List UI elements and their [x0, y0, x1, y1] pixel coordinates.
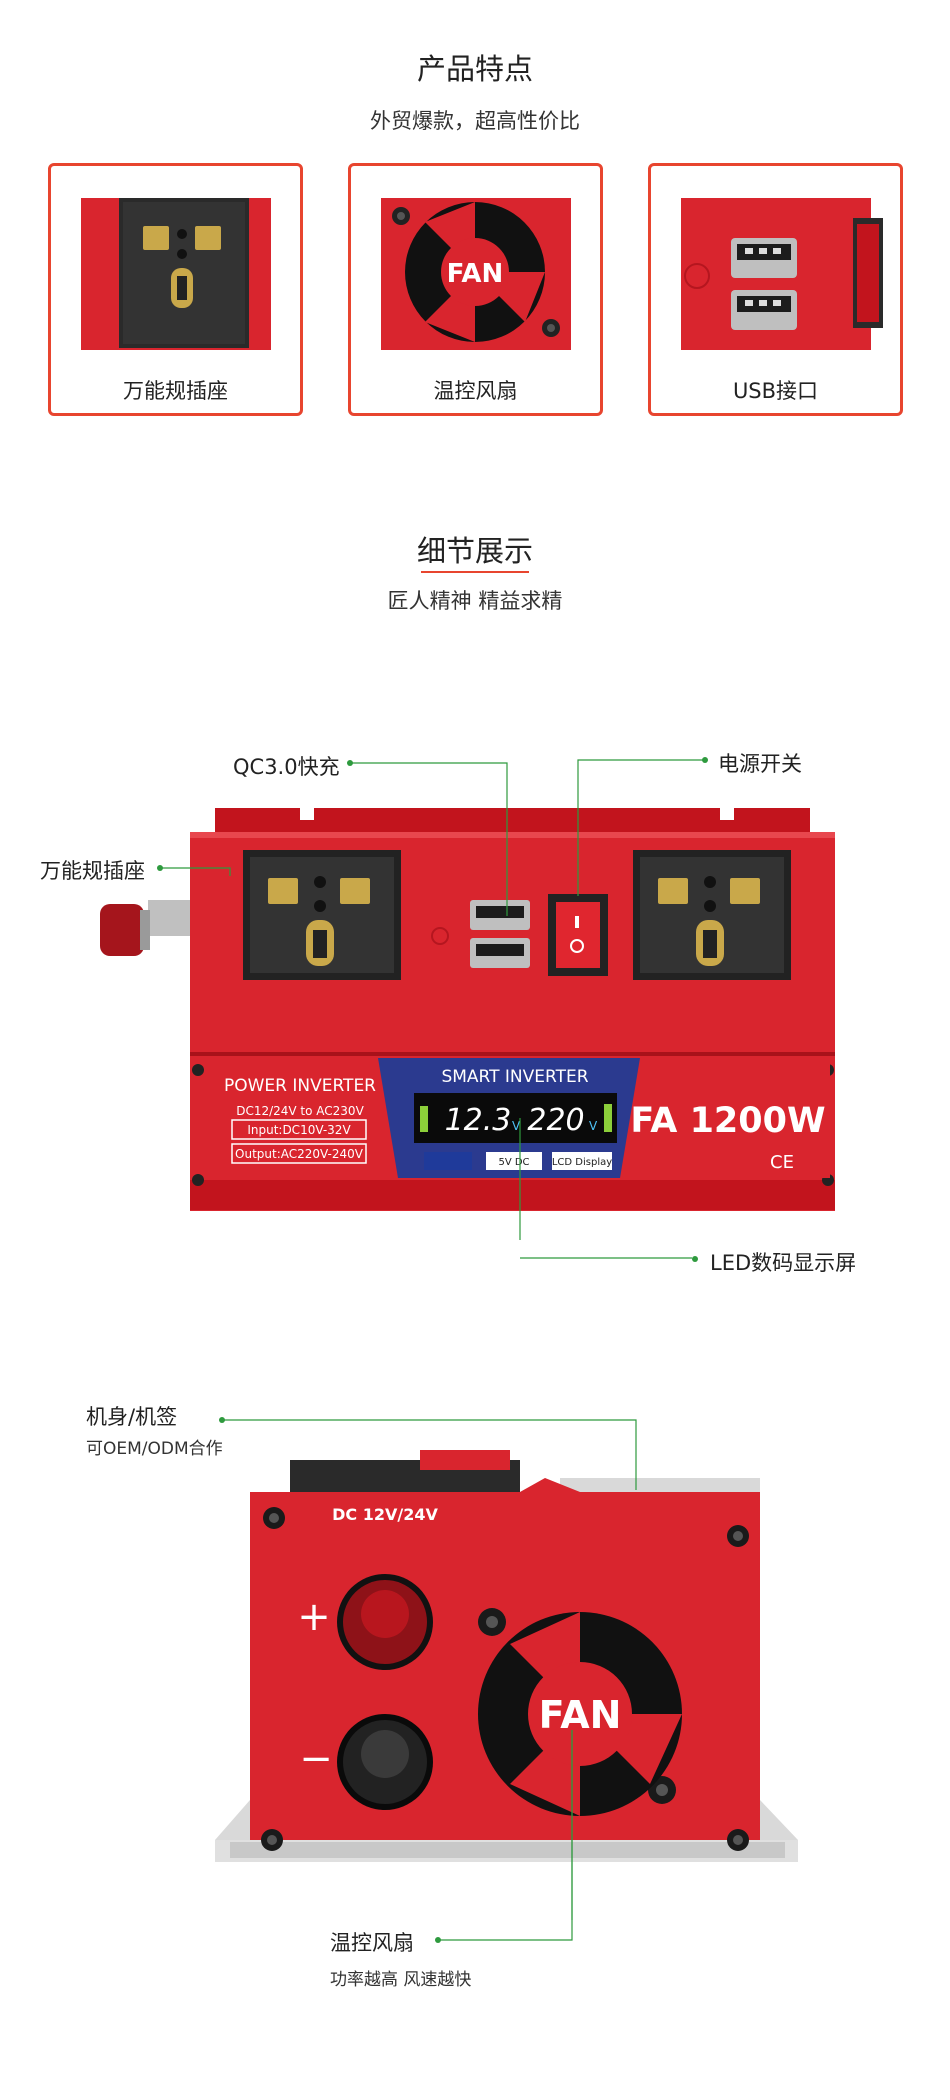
universal-socket-icon [81, 198, 271, 350]
dot-socket [157, 865, 163, 871]
panel-output: Output:AC220V-240V [235, 1147, 364, 1161]
callout-led: LED数码显示屏 [710, 1251, 857, 1275]
lcd-voltage-out-unit: V [589, 1119, 598, 1133]
side-fan-text: FAN [539, 1693, 622, 1737]
panel-ce: CE [770, 1152, 794, 1173]
dot-qc [347, 760, 353, 766]
dot-body [219, 1417, 225, 1423]
dot-power-switch [702, 757, 708, 763]
lcd-voltage-out: 220 [527, 1103, 584, 1138]
side-minus: − [299, 1736, 333, 1782]
callout-fan-title: 温控风扇 [330, 1931, 414, 1955]
callout-power-switch: 电源开关 [718, 752, 802, 776]
feature-label-socket: 万能规插座 [123, 379, 228, 403]
panel-brand: POWER INVERTER [224, 1076, 376, 1096]
panel-lcd-badge: LCD Display [552, 1157, 612, 1168]
detail-subtitle: 匠人精神 精益求精 [387, 589, 563, 613]
lcd-voltage-in-unit: V [512, 1119, 521, 1133]
dot-led [692, 1256, 698, 1262]
feature-photo-socket [61, 178, 290, 368]
lcd-voltage-in: 12.3 [445, 1103, 512, 1138]
usb-port-icon [681, 198, 883, 350]
side-plus: + [297, 1594, 331, 1640]
title-divider [421, 571, 529, 573]
detail-title: 细节展示 [416, 534, 533, 568]
features-title: 产品特点 [416, 52, 533, 86]
fan-leader-line [440, 1730, 573, 1941]
callout-fan-sub: 功率越高 风速越快 [330, 1970, 472, 1990]
inverter-front-view: POWER INVERTER DC12/24V to AC230V Input:… [100, 759, 835, 1240]
panel-dc-range: DC12/24V to AC230V [236, 1104, 364, 1118]
callout-qc: QC3.0快充 [233, 755, 340, 779]
feature-label-fan: 温控风扇 [433, 379, 518, 403]
feature-card-fan: FAN 温控风扇 [348, 163, 603, 416]
callout-body-sub: 可OEM/ODM合作 [86, 1439, 223, 1459]
fan-icon: FAN [381, 198, 571, 350]
led-leader-line [520, 1257, 692, 1259]
feature-photo-fan: FAN [361, 178, 590, 368]
callout-socket: 万能规插座 [40, 859, 145, 883]
panel-smart: SMART INVERTER [441, 1067, 588, 1087]
dot-fan [435, 1937, 441, 1943]
feature-card-usb: USB接口 [648, 163, 903, 416]
side-dc-label: DC 12V/24V [332, 1505, 438, 1524]
feature-card-socket: 万能规插座 [48, 163, 303, 416]
feature-photo-usb [661, 178, 890, 368]
fan-badge-text: FAN [447, 259, 504, 289]
panel-usb-badge: 5V DC [498, 1157, 529, 1168]
panel-input: Input:DC10V-32V [247, 1123, 351, 1137]
feature-label-usb: USB接口 [732, 379, 819, 403]
callout-body-title: 机身/机签 [86, 1405, 178, 1429]
panel-model: FA 1200W [630, 1101, 825, 1141]
features-subtitle: 外贸爆款，超高性价比 [370, 109, 580, 133]
inverter-side-view: DC 12V/24V + − FAN [215, 1419, 798, 1920]
